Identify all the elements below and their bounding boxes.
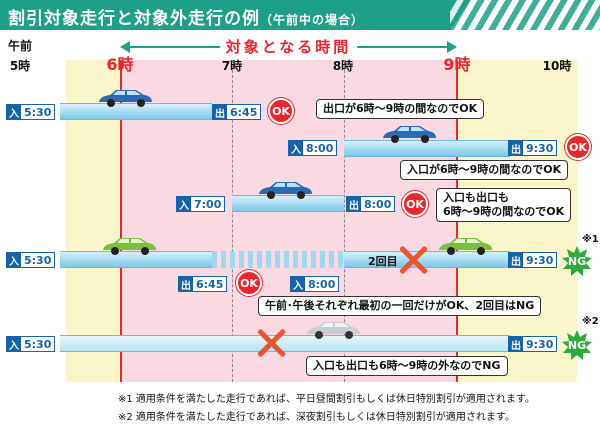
note-mark-2: ※2 [582, 316, 599, 327]
entry-kind: 入 [291, 277, 305, 292]
exit-time: 8:00 [364, 197, 392, 211]
route-bar [60, 103, 212, 120]
exit-kind: 出 [509, 253, 523, 268]
hour-6-line [120, 60, 122, 382]
exit-kind: 出 [179, 277, 193, 292]
entry-kind: 入 [7, 337, 21, 352]
exit-kind: 出 [213, 105, 227, 120]
footnote-1: ※1 適用条件を満たした走行であれば、平日昼間割引もしくは休日特別割引が適用され… [118, 394, 535, 405]
exit-time: 9:30 [526, 337, 554, 351]
route-bar [60, 251, 212, 268]
cross-icon [256, 328, 286, 358]
exit-kind: 出 [347, 197, 361, 212]
callout-row4: 午前･午後それぞれ最初の一回だけがOK、2回目はNG [258, 296, 542, 316]
cross-icon [398, 245, 428, 275]
title-main: 割引対象走行と対象外走行の例 [8, 9, 260, 29]
exit-time: 6:45 [196, 277, 224, 291]
ok-badge: OK [565, 134, 591, 160]
note-mark-1: ※1 [582, 234, 599, 245]
callout-row2: 入口が6時〜9時の間なのでOK [400, 160, 569, 180]
callout-row3: 入口も出口も 6時〜9時の間なのでOK [436, 188, 572, 222]
route-bar-gap [212, 251, 344, 268]
target-time-label: 対象となる時間 [120, 36, 457, 57]
callout-row3-line1: 入口も出口も [443, 191, 509, 204]
entry-time: 7:00 [194, 197, 222, 211]
second-trip-label: 2回目 [368, 255, 398, 268]
ng-badge: NG [562, 246, 592, 276]
entry-time: 8:00 [308, 277, 336, 291]
gray-car-icon [307, 322, 360, 339]
target-time-text: 対象となる時間 [219, 36, 358, 57]
green-car-icon [103, 238, 156, 255]
hour-7-label: 7時 [221, 59, 243, 73]
ng-badge: NG [562, 330, 592, 360]
entry-time: 5:30 [24, 253, 52, 267]
hour-5-label: 5時 [9, 59, 31, 73]
route-bar [232, 195, 344, 212]
exit-kind: 出 [509, 337, 523, 352]
callout-row3-line2: 6時〜9時の間なのでOK [443, 205, 565, 218]
footnote-2: ※2 適用条件を満たした走行であれば、深夜割引もしくは休日特別割引が適用されます… [118, 412, 515, 423]
entry-kind: 入 [289, 141, 303, 156]
ok-badge: OK [236, 270, 262, 296]
hour-8-line [344, 60, 345, 382]
green-car-icon [439, 238, 492, 255]
hour-7-line [232, 60, 233, 382]
page-title: 割引対象走行と対象外走行の例（午前中の場合） [8, 4, 364, 29]
exit-time: 6:45 [230, 105, 258, 119]
ng-text: NG [567, 338, 587, 352]
callout-row5: 入口も出口も6時〜9時の外なのでNG [306, 356, 508, 376]
hour-6-label: 6時 [106, 55, 134, 74]
hour-10-label: 10時 [542, 59, 572, 73]
title-bar [0, 0, 470, 30]
entry-kind: 入 [177, 197, 191, 212]
hour-8-label: 8時 [332, 59, 354, 73]
blue-car-icon [259, 182, 312, 199]
hour-top-label: 午前 [7, 39, 32, 53]
arrow-left-icon [120, 41, 130, 53]
entry-kind: 入 [7, 105, 21, 120]
ok-badge: OK [268, 98, 294, 124]
blue-car-icon [383, 126, 436, 143]
entry-time: 5:30 [24, 105, 52, 119]
title-stripes [450, 0, 600, 30]
ng-text: NG [567, 254, 587, 268]
starburst-icon [562, 246, 592, 276]
exit-time: 9:30 [526, 253, 554, 267]
blue-car-icon [99, 90, 152, 107]
entry-time: 5:30 [24, 337, 52, 351]
exit-time: 9:30 [526, 141, 554, 155]
starburst-icon [562, 330, 592, 360]
exit-kind: 出 [509, 141, 523, 156]
entry-kind: 入 [7, 253, 21, 268]
callout-row1: 出口が6時〜9時の間なのでOK [316, 99, 485, 119]
entry-time: 8:00 [306, 141, 334, 155]
ok-badge: OK [402, 191, 428, 217]
title-sub: （午前中の場合） [260, 13, 365, 27]
arrow-right-icon [447, 41, 457, 53]
